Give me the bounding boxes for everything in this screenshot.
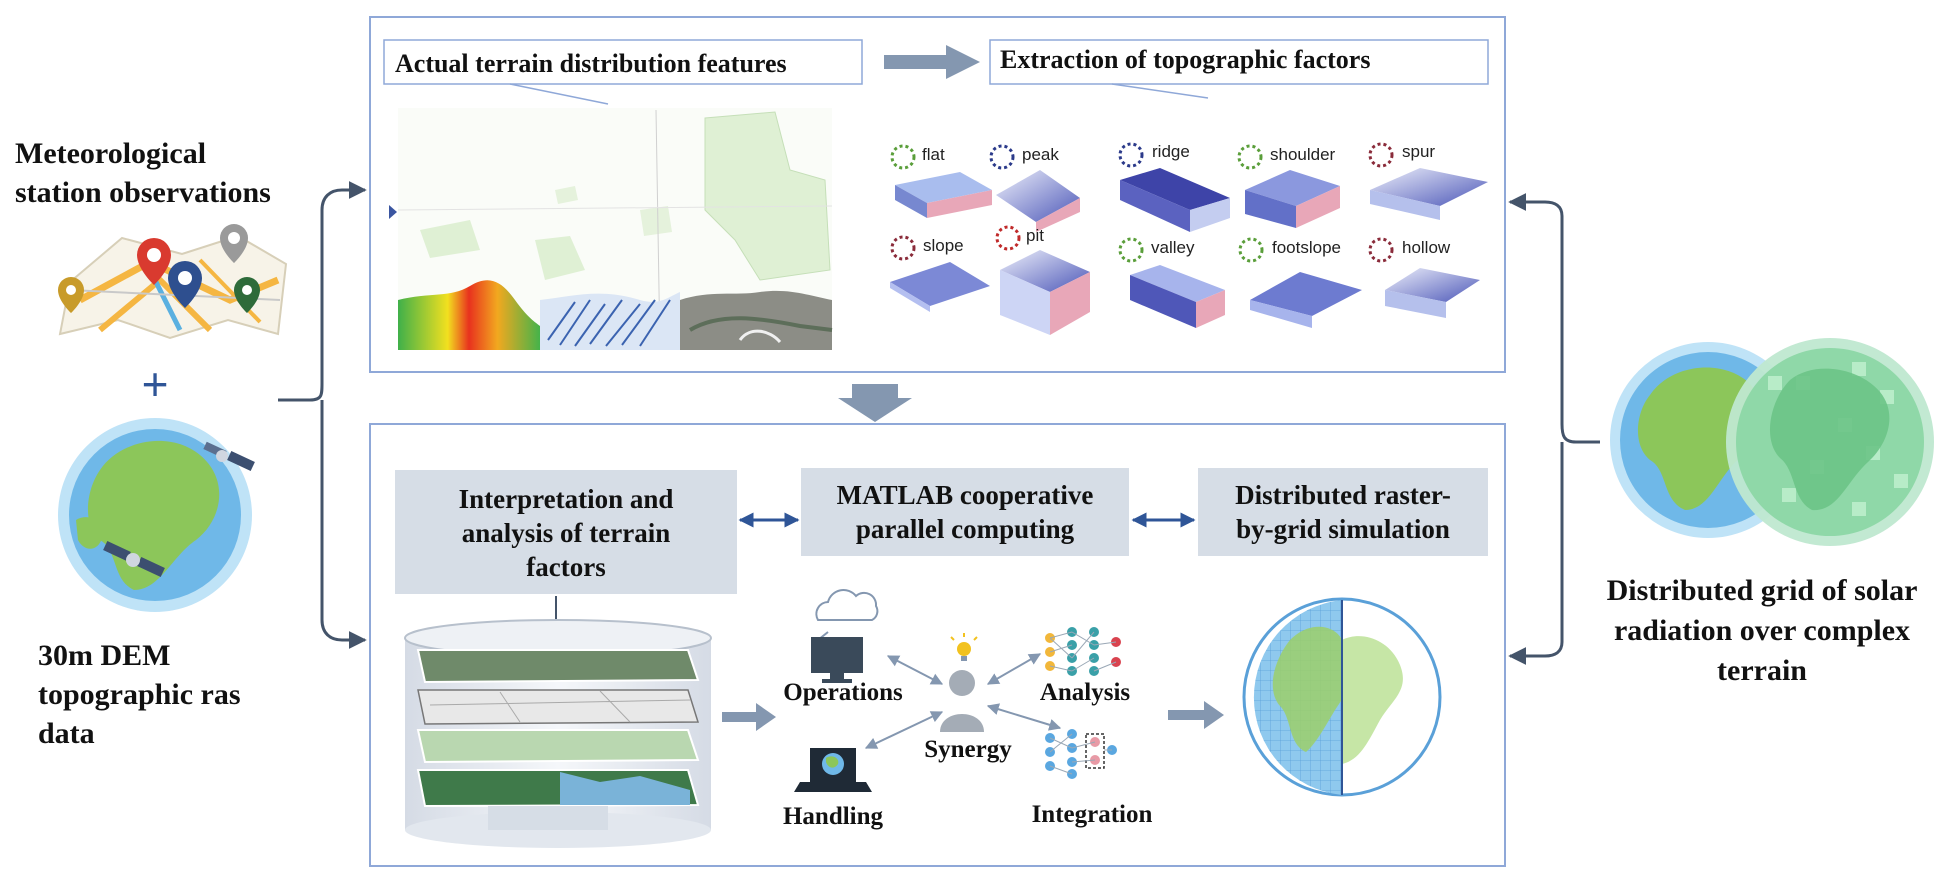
satellite-top-icon (203, 441, 255, 472)
pin-green-icon (234, 277, 260, 313)
arrow-cylinder-operations (722, 703, 776, 731)
right-connector (1508, 193, 1600, 665)
callout-terrain-text: Actual terrain distribution features (395, 49, 787, 78)
factor-footslope-label: footslope (1272, 238, 1341, 257)
box-interpretation-line3: factors (526, 552, 605, 582)
laptop-icon (794, 748, 872, 792)
factor-slope-label: slope (923, 236, 964, 255)
factor-slope: slope (890, 235, 990, 312)
dem-title-line1: 30m DEM (38, 639, 170, 672)
factor-peak: peak (989, 144, 1080, 232)
factor-spur: spur (1368, 142, 1488, 220)
layered-database-icon (404, 619, 712, 848)
earth-satellite-icon (58, 418, 255, 612)
neural-net-icon-integration (1045, 729, 1117, 779)
factor-hollow-label: hollow (1402, 238, 1451, 257)
factor-flat: flat (890, 144, 992, 218)
synergy-network: Operations Handling Synergy (783, 589, 1153, 830)
observations-title-line2: station observations (15, 176, 271, 209)
factor-valley-label: valley (1151, 238, 1195, 257)
output-title-line1: Distributed grid of solar (1607, 574, 1918, 607)
node-synergy: Synergy (924, 736, 1012, 763)
factor-shoulder-label: shoulder (1270, 145, 1336, 164)
factor-flat-label: flat (922, 145, 945, 164)
arrow-down-middle (838, 384, 912, 422)
factor-footslope: footslope (1238, 237, 1362, 328)
factor-ridge: ridge (1118, 142, 1230, 232)
factor-pit: pit (995, 225, 1090, 335)
factor-valley: valley (1118, 237, 1225, 328)
dem-title-line3: data (38, 717, 95, 750)
box-interpretation: Interpretation and analysis of terrain f… (395, 470, 737, 594)
callout-factors-text: Extraction of topographic factors (1000, 45, 1370, 74)
node-integration: Integration (1032, 801, 1153, 828)
synergy-links (864, 653, 1062, 749)
pin-gold-icon (58, 277, 84, 313)
map-pins-icon (58, 224, 288, 340)
top-panel (369, 16, 1506, 373)
neural-net-icon-analysis (1045, 627, 1121, 676)
observations-title-line1: Meteorological (15, 137, 206, 170)
dem-title: 30m DEM topographic ras data (38, 639, 241, 750)
factor-ridge-label: ridge (1152, 142, 1190, 161)
satellite-bottom-icon (103, 540, 165, 578)
node-analysis: Analysis (1040, 679, 1131, 706)
pin-gray-icon (220, 224, 248, 263)
cloud-icon (815, 589, 879, 621)
box-distributed-line2: by-grid simulation (1236, 514, 1450, 544)
box-interpretation-line1: Interpretation and (459, 484, 674, 514)
gridded-globe-icon (1242, 597, 1442, 797)
output-title-line2: radiation over complex (1614, 614, 1910, 647)
factor-hollow: hollow (1368, 237, 1480, 318)
dual-globe-icon (1610, 338, 1934, 546)
box-matlab: MATLAB cooperative parallel computing (801, 468, 1129, 556)
box-matlab-line2: parallel computing (856, 514, 1075, 544)
plus-sign: + (142, 358, 169, 410)
factor-spur-label: spur (1402, 142, 1435, 161)
node-handling: Handling (783, 803, 884, 830)
box-distributed: Distributed raster- by-grid simulation (1198, 468, 1488, 556)
observations-title: Meteorological station observations (15, 137, 271, 209)
arrow-right-top (884, 45, 980, 79)
factor-shoulder: shoulder (1237, 144, 1340, 228)
dem-title-line2: topographic ras (38, 678, 241, 711)
box-matlab-line1: MATLAB cooperative (837, 480, 1094, 510)
monitor-icon (811, 637, 863, 683)
pin-red-icon (137, 238, 171, 285)
output-title: Distributed grid of solar radiation over… (1607, 574, 1918, 687)
factor-peak-label: peak (1022, 145, 1059, 164)
terrain-photo-image (680, 290, 833, 350)
callout-factors: Extraction of topographic factors (989, 39, 1489, 99)
lightbulb-icon (950, 633, 978, 661)
box-interpretation-line2: analysis of terrain (462, 518, 671, 548)
pin-blue-icon (168, 261, 202, 308)
callout-terrain: Actual terrain distribution features (383, 39, 863, 105)
factor-pit-label: pit (1026, 226, 1044, 245)
person-icon (940, 670, 984, 732)
dem-elevation-image (398, 280, 540, 350)
output-title-line3: terrain (1717, 654, 1807, 687)
arrow-synergy-globe (1168, 701, 1224, 729)
topographic-factors: flat peak ridge shoulder spur (890, 142, 1488, 335)
box-distributed-line1: Distributed raster- (1235, 480, 1451, 510)
bottom-panel (369, 423, 1506, 867)
node-operations: Operations (783, 679, 903, 706)
slope-lines-image (540, 292, 680, 350)
left-connector (278, 181, 367, 649)
